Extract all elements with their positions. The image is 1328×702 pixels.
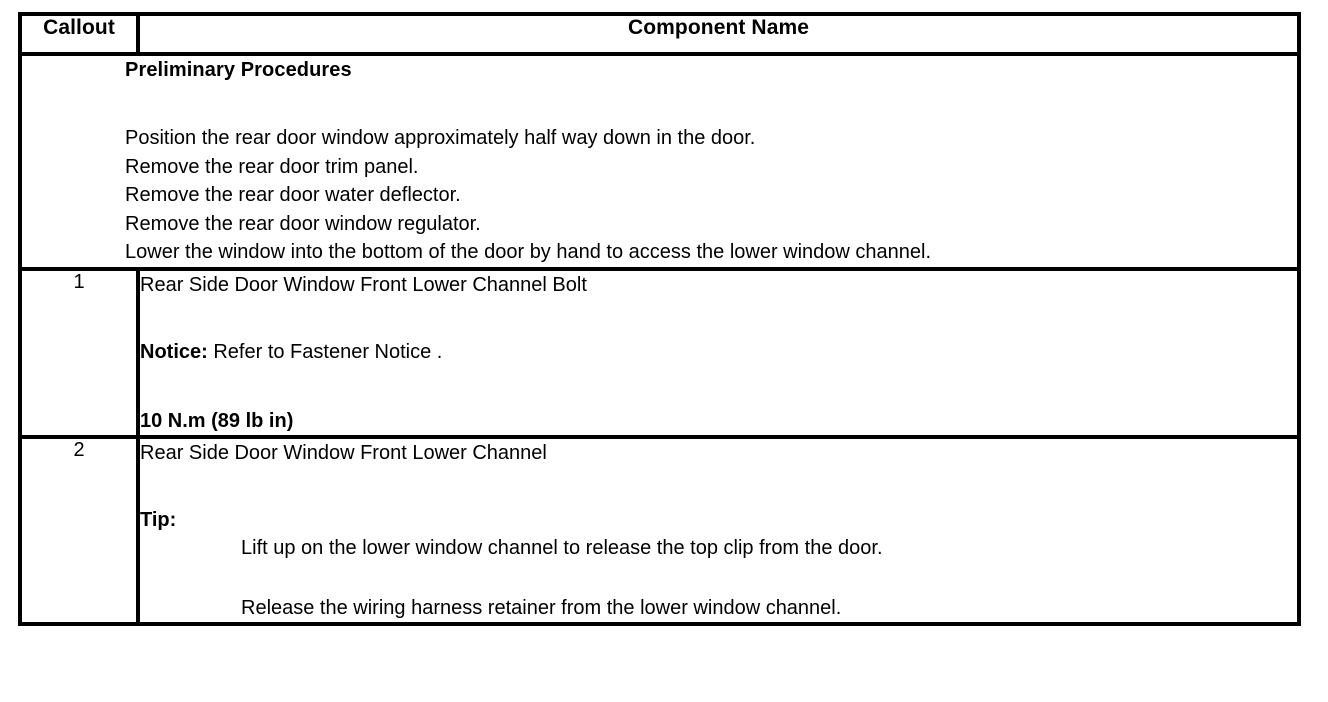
component-cell-2: Rear Side Door Window Front Lower Channe… — [136, 434, 1301, 626]
preliminary-step-5: Lower the window into the bottom of the … — [125, 241, 932, 263]
preliminary-procedures-cell: Preliminary Procedures Position the rear… — [18, 52, 1301, 271]
preliminary-step-3: Remove the rear door water deflector. — [125, 184, 461, 206]
torque-specification: 10 N.m (89 lb in) — [140, 409, 294, 432]
table-row-callout-1: 1 Rear Side Door Window Front Lower Chan… — [18, 266, 1301, 439]
component-title-2: Rear Side Door Window Front Lower Channe… — [140, 441, 547, 464]
component-callout-table: Callout Component Name Preliminary Proce… — [18, 12, 1301, 626]
preliminary-step-1: Position the rear door window approximat… — [125, 127, 756, 149]
tip-label: Tip: — [140, 508, 177, 531]
callout-number-2: 2 — [18, 434, 140, 626]
column-header-callout: Callout — [18, 12, 140, 56]
preliminary-procedures-row: Preliminary Procedures Position the rear… — [18, 52, 1301, 271]
row1-spacer-a — [140, 299, 1297, 338]
row2-spacer-a — [140, 467, 1297, 506]
notice-text: Refer to Fastener Notice . — [207, 340, 443, 363]
tip-line-2: Release the wiring harness retainer from… — [241, 596, 842, 619]
component-cell-1: Rear Side Door Window Front Lower Channe… — [136, 266, 1301, 439]
preliminary-procedures-title: Preliminary Procedures — [125, 59, 352, 81]
table-header-row: Callout Component Name — [18, 12, 1301, 56]
row2-spacer-b — [140, 562, 1297, 594]
preliminary-step-4: Remove the rear door window regulator. — [125, 212, 481, 235]
tip-line-1: Lift up on the lower window channel to r… — [241, 536, 883, 559]
column-header-component-name: Component Name — [136, 12, 1301, 56]
preliminary-procedures-body: Preliminary Procedures Position the rear… — [22, 56, 1297, 267]
table-row-callout-2: 2 Rear Side Door Window Front Lower Chan… — [18, 434, 1301, 626]
preliminary-spacer — [125, 84, 1297, 124]
preliminary-step-2: Remove the rear door trim panel. — [125, 155, 419, 178]
component-title-1: Rear Side Door Window Front Lower Channe… — [140, 273, 587, 296]
notice-label: Notice: — [140, 340, 208, 363]
fastener-notice-line: Notice: Refer to Fastener Notice . — [140, 338, 1297, 366]
row1-spacer-b — [140, 366, 1297, 407]
callout-number-1: 1 — [18, 266, 140, 439]
